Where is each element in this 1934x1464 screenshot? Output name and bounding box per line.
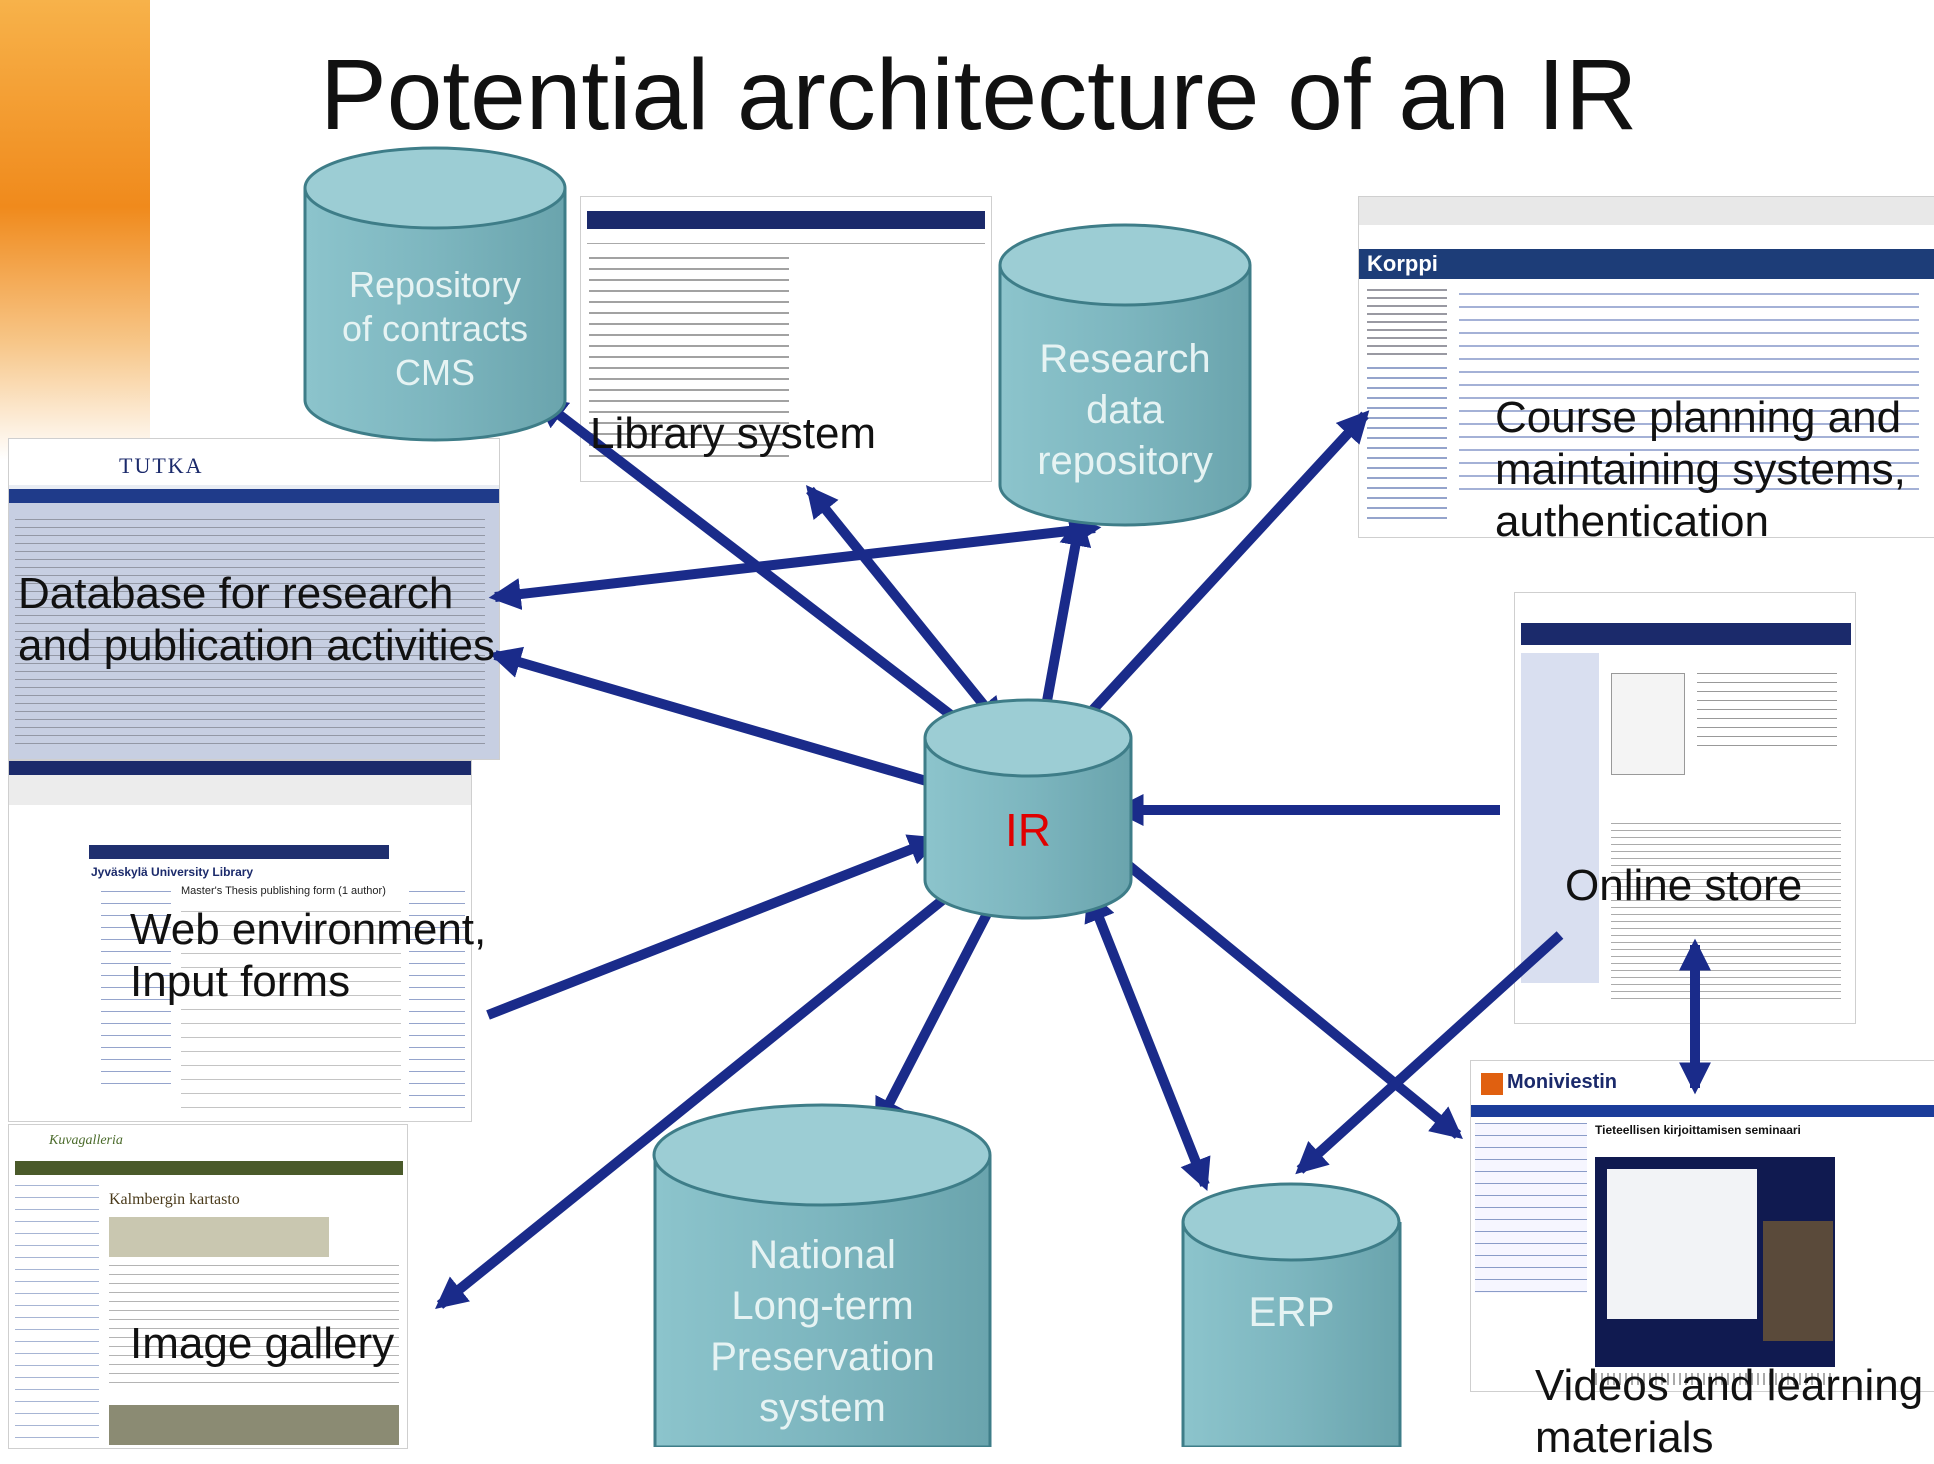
label-course-planning: Course planning and maintaining systems,… [1495, 393, 1906, 546]
web-environment-screenshot: Jyväskylä University Library Master's Th… [8, 760, 472, 1122]
label-videos: Videos and learning materials [1535, 1361, 1924, 1462]
seminar-title: Tieteellisen kirjoittamisen seminaari [1595, 1123, 1801, 1137]
cylinder-national-label: National Long-term Preservation system [710, 1233, 935, 1430]
decorative-orange-strip [0, 0, 150, 460]
cylinder-erp [1181, 1182, 1402, 1447]
page-title: Potential architecture of an IR [320, 39, 1638, 151]
label-online-store: Online store [1565, 861, 1803, 910]
online-store-screenshot [1514, 592, 1856, 1024]
korppi-logo: Korppi [1367, 251, 1438, 276]
arrow-course [1061, 410, 1370, 744]
cylinder-contracts-label: Repository of contracts CMS [341, 264, 529, 393]
arrow-erp-store [1295, 931, 1564, 1175]
arrow-research-data [1040, 513, 1092, 713]
cylinder-contracts [303, 146, 567, 442]
arrow-db [488, 646, 942, 790]
thesis-form-title: Master's Thesis publishing form (1 autho… [181, 885, 386, 897]
course-system-screenshot: Korppi [1358, 196, 1934, 538]
library-system-screenshot [580, 196, 992, 482]
arrow-db-research [488, 515, 1102, 610]
moniviestin-logo: Moniviestin [1507, 1071, 1618, 1093]
cylinder-research-label: Research data repository [1037, 337, 1213, 483]
arrow-gallery [435, 886, 959, 1310]
tutka-header: TUTKA [119, 453, 204, 478]
label-library-system: Library system [590, 409, 877, 458]
ir-label: IR [1005, 804, 1051, 856]
library-header: Jyväskylä University Library [91, 865, 254, 879]
image-gallery-subtitle: Kuvagalleria [49, 1133, 123, 1148]
label-web-environment: Web environment, Input forms [130, 905, 487, 1006]
cylinder-research-data [998, 223, 1252, 527]
arrow-erp [1084, 889, 1211, 1191]
arrow-library [805, 485, 1005, 730]
cylinder-ir [923, 698, 1133, 920]
cylinder-erp-label: ERP [1248, 1288, 1335, 1335]
arrow-national [873, 905, 995, 1131]
arrow-web [486, 834, 941, 1020]
label-image-gallery: Image gallery [130, 1319, 395, 1368]
label-database: Database for research and publication ac… [18, 569, 495, 670]
tutka-database-screenshot: TUTKA [8, 438, 500, 760]
cylinder-national [652, 1103, 992, 1447]
moniviestin-screenshot: Moniviestin Tieteellisen kirjoittamisen … [1470, 1060, 1934, 1392]
kartasto-title: Kalmbergin kartasto [109, 1191, 240, 1208]
